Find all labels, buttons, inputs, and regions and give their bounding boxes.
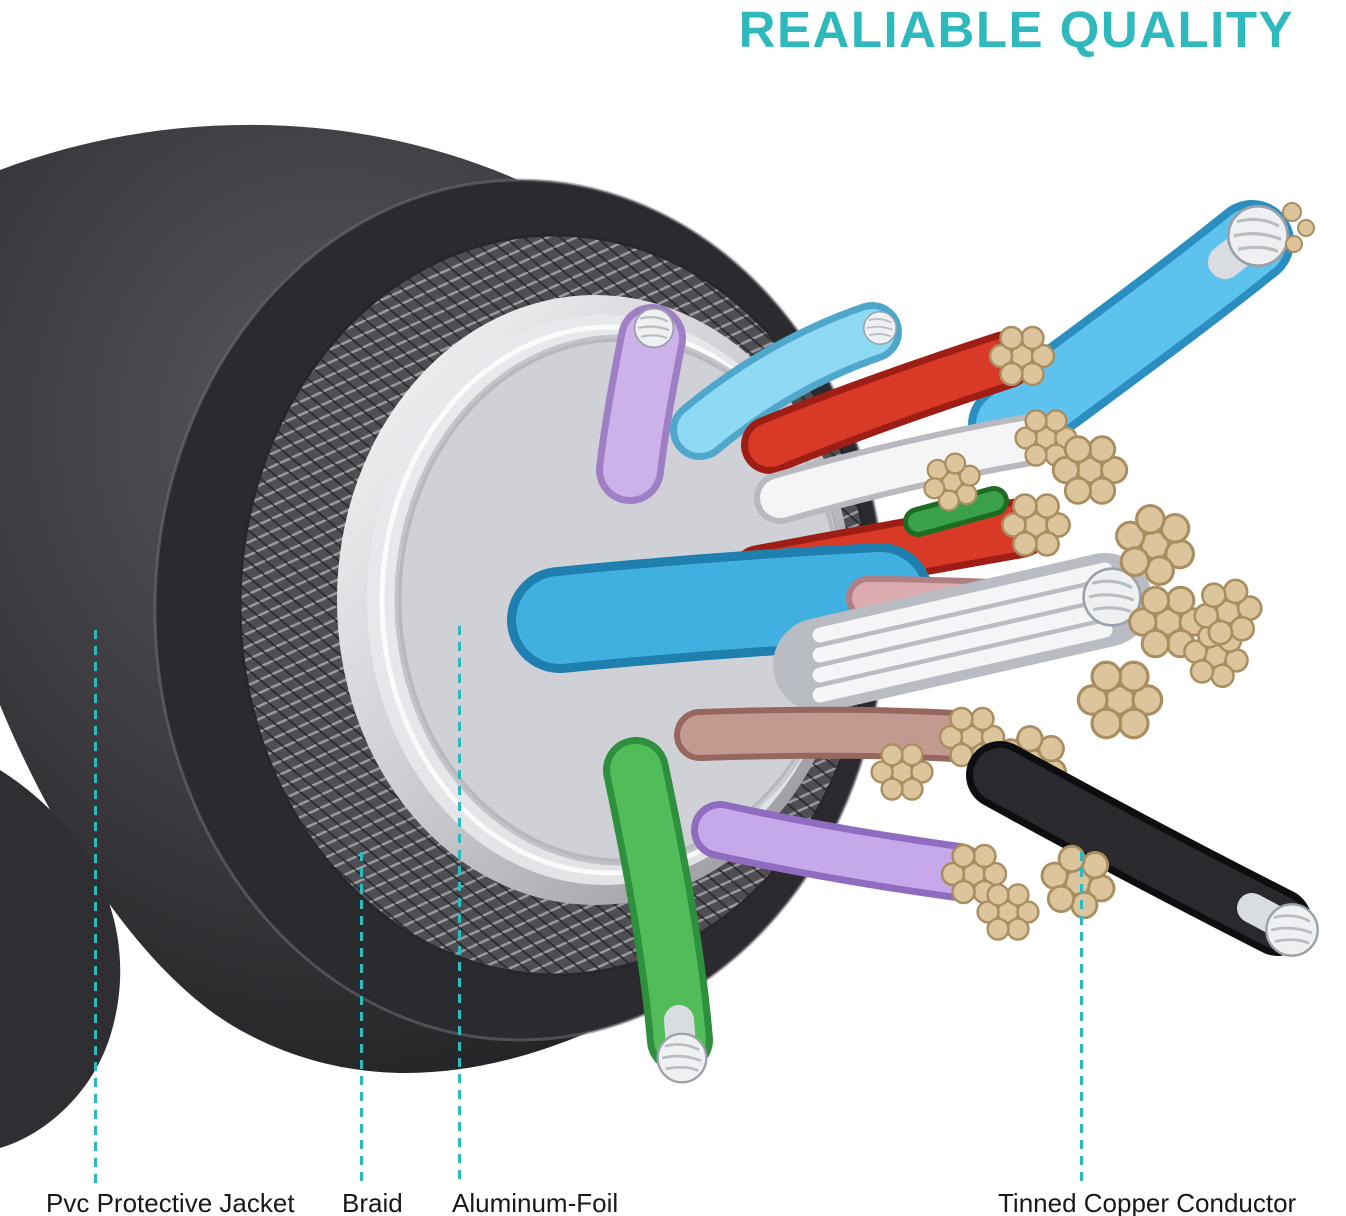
wire-white [754,409,1078,524]
wire-light-blue [968,200,1315,467]
callout-label-tinned-copper: Tinned Copper Conductor [998,1188,1297,1216]
copper-strand-clusters-front [976,838,1124,941]
leader-line-pvc-jacket [94,630,97,1186]
page-title: REALIABLE QUALITY [738,1,1294,58]
wire-tinned-bundle [773,553,1255,712]
leader-line-tinned-copper [1080,852,1083,1186]
callout-label-aluminum-foil: Aluminum-Foil [452,1188,619,1216]
leader-line-aluminum-foil [458,626,461,1186]
wire-purple [691,801,1008,905]
wire-lavender [596,304,686,504]
callout-label-braid: Braid [342,1188,403,1216]
wire-green [603,737,713,1084]
wire-red-top [741,325,1056,474]
wire-brown [674,706,1006,768]
leader-line-braid [360,852,363,1186]
wire-black [966,741,1320,958]
wire-green-foil [903,486,1009,537]
callout-label-pvc-jacket: Pvc Protective Jacket [46,1188,295,1216]
wire-cyan [670,302,902,460]
